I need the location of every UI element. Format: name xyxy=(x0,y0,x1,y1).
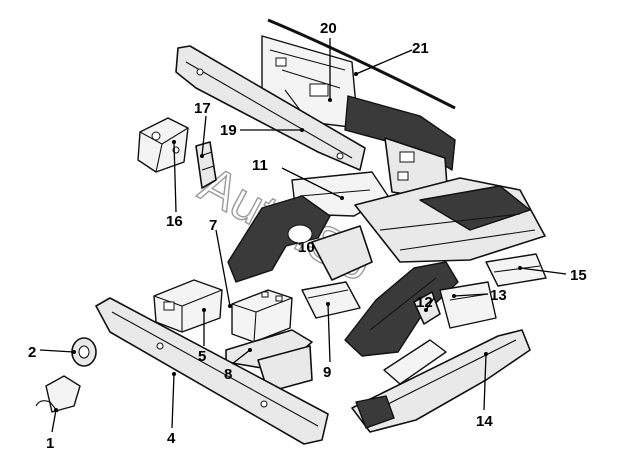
leader-lines xyxy=(39,38,567,433)
callout-9: 9 xyxy=(323,364,331,381)
callout-5: 5 xyxy=(198,348,206,365)
callout-17: 17 xyxy=(194,100,211,117)
floor-pan xyxy=(354,177,546,263)
callout-8: 8 xyxy=(224,366,232,383)
callout-10: 10 xyxy=(298,239,315,256)
part-13-rail-extension xyxy=(439,281,497,329)
part-7-battery xyxy=(231,289,293,343)
callout-1: 1 xyxy=(46,435,54,452)
part-9-bracket xyxy=(301,281,361,319)
callout-4: 4 xyxy=(167,430,176,447)
callout-12: 12 xyxy=(416,294,433,311)
leader-dots xyxy=(54,72,522,412)
callout-11: 11 xyxy=(252,157,268,174)
callout-7: 7 xyxy=(209,217,217,234)
part-2-plug xyxy=(71,337,97,367)
part-10-left-frame xyxy=(227,195,373,283)
part-1-clip xyxy=(35,375,81,413)
part-17-bracket xyxy=(195,141,217,189)
part-16-module-box xyxy=(137,117,189,173)
part-19-upper-crossmember xyxy=(175,45,366,171)
part-15-sill-end xyxy=(485,253,547,287)
part-5-battery-box xyxy=(153,279,223,333)
callout-16: 16 xyxy=(166,213,183,230)
callout-labels: 1 2 4 5 7 8 9 10 11 12 13 14 15 16 17 19… xyxy=(28,20,587,452)
callout-19: 19 xyxy=(220,122,237,139)
callout-15: 15 xyxy=(570,267,587,284)
callout-14: 14 xyxy=(476,413,493,430)
callout-13: 13 xyxy=(490,287,507,304)
windscreen-edge-line xyxy=(267,18,456,110)
part-4-bumper-beam xyxy=(95,297,329,445)
lower-rail-bracket xyxy=(383,339,447,385)
right-frame-rail xyxy=(344,261,459,357)
callout-2: 2 xyxy=(28,344,36,361)
callout-20: 20 xyxy=(320,20,337,37)
callout-21: 21 xyxy=(412,40,429,57)
